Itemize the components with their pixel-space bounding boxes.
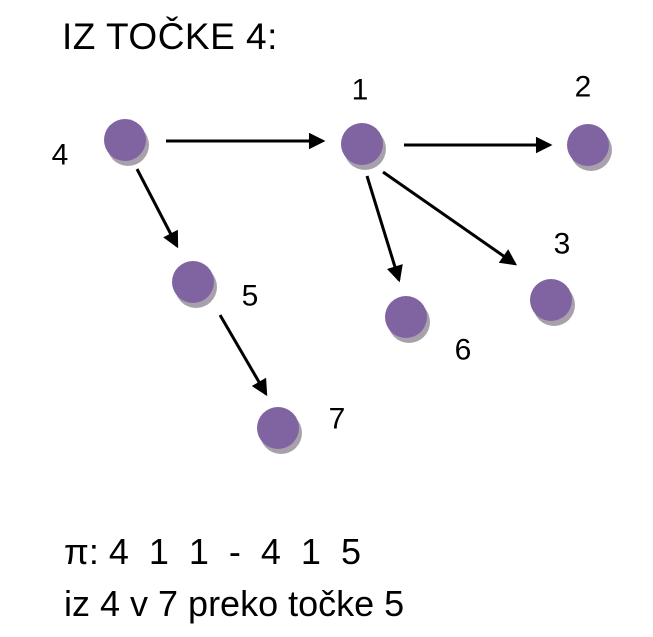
node-label-5: 5 [242, 280, 259, 313]
edge-4-to-5 [135, 168, 179, 249]
node-7 [257, 407, 299, 449]
node-3 [530, 279, 572, 321]
node-5 [172, 261, 214, 303]
node-4 [104, 119, 146, 161]
edge-5-to-7 [218, 314, 268, 397]
node-label-1: 1 [352, 74, 369, 107]
node-2 [567, 124, 609, 166]
node-label-7: 7 [329, 403, 346, 436]
node-labels-layer: 4 1 2 3 5 6 7 [52, 71, 592, 436]
edges-layer [135, 132, 553, 397]
path-description-line: iz 4 v 7 preko točke 5 [64, 583, 405, 624]
nodes-layer [104, 119, 609, 449]
node-label-4: 4 [52, 139, 69, 172]
node-1 [341, 123, 383, 165]
node-label-2: 2 [575, 71, 592, 104]
page-title: IZ TOČKE 4: [62, 16, 278, 57]
edge-1-to-6 [365, 175, 403, 283]
node-label-3: 3 [554, 228, 571, 261]
predecessor-array-line: π: 4 1 1 - 4 1 5 [64, 531, 361, 572]
edge-1-to-3 [382, 170, 518, 266]
node-label-6: 6 [455, 334, 472, 367]
node-6 [385, 296, 427, 338]
